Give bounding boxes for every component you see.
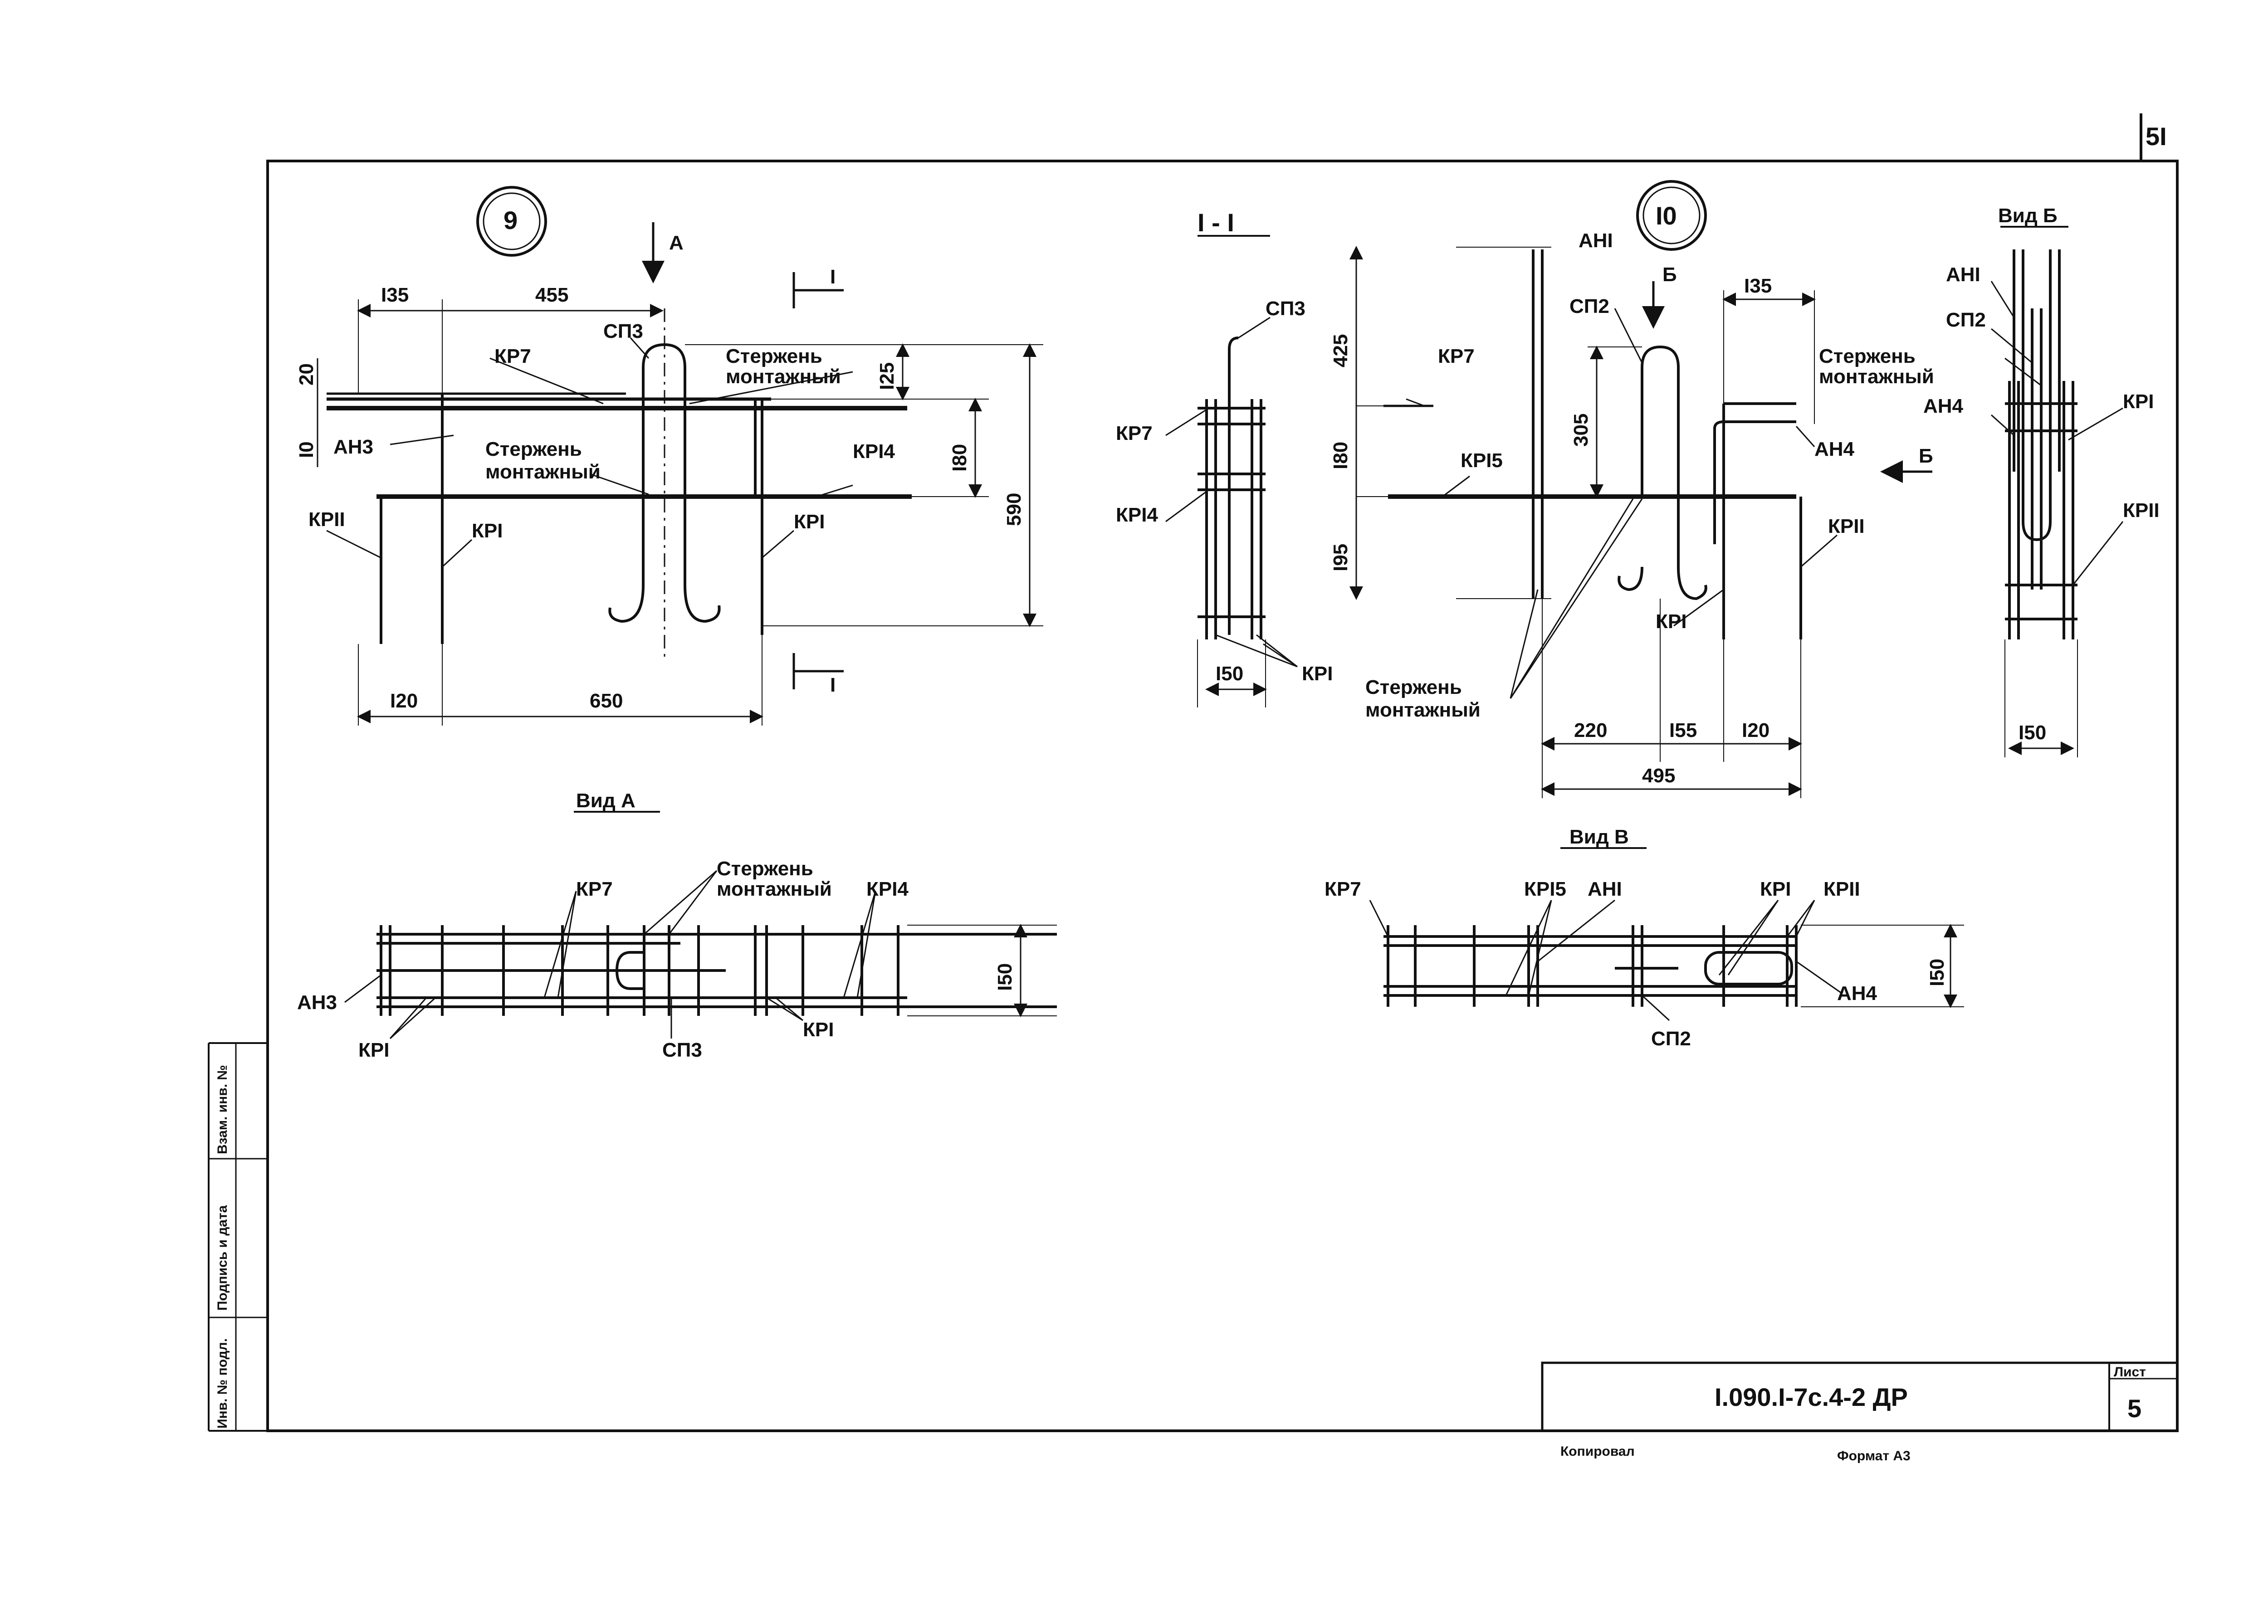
drawing-9-dim-650: 650 bbox=[590, 690, 623, 712]
view-v-label-an4: АН4 bbox=[1837, 982, 1877, 1005]
sheet-frame bbox=[208, 113, 2179, 1432]
drawing-10-view-arrow-label: Б bbox=[1919, 445, 1933, 467]
drawing-10-dim-135: I35 bbox=[1744, 275, 1772, 297]
drawing-9-section-label-top: I bbox=[830, 266, 836, 288]
drawing-9-label-rod-top-1: Стержень bbox=[726, 345, 822, 367]
drawing-10-dim-220: 220 bbox=[1574, 719, 1607, 741]
view-v-label-sp2: СП2 bbox=[1651, 1028, 1691, 1050]
drawing-9-dim-590: 590 bbox=[1003, 493, 1025, 526]
drawing-10-dim-180: I80 bbox=[1330, 442, 1352, 469]
view-b-side-label-rod-2: монтажный bbox=[1819, 366, 1934, 388]
side-stamp-inv: Инв. № подл. bbox=[215, 1338, 230, 1429]
title-designation: I.090.I-7c.4-2 ДР bbox=[1715, 1383, 1908, 1411]
drawing-10-label-kr7: КР7 bbox=[1438, 345, 1475, 367]
drawing-9-number: 9 bbox=[503, 206, 518, 234]
view-a-label-kr7: КР7 bbox=[576, 878, 613, 900]
view-v-label-kr11: КРII bbox=[1823, 878, 1860, 900]
view-a-title: Вид А bbox=[576, 790, 635, 812]
view-b-side-label-kr1: КРI bbox=[2123, 390, 2154, 413]
sheet-number: 5I bbox=[2146, 122, 2167, 151]
drawing-9-label-rod-mid-2: монтажный bbox=[485, 461, 601, 483]
drawing-10-label-sp2: СП2 bbox=[1569, 295, 1609, 317]
drawing-10 bbox=[1349, 180, 1932, 798]
drawing-9-dim-10: I0 bbox=[295, 441, 318, 458]
drawing-9-label-kr1-right: КРI bbox=[794, 511, 825, 533]
drawing-10-label-kr1: КРI bbox=[1656, 610, 1686, 633]
footer-copied: Копировал bbox=[1560, 1444, 1635, 1459]
view-v-label-an1: АНI bbox=[1588, 878, 1622, 900]
drawing-10-dim-495: 495 bbox=[1642, 765, 1675, 787]
section-1-1-title: I - I bbox=[1198, 208, 1234, 237]
view-b-side-label-rod-1: Стержень bbox=[1819, 345, 1916, 367]
view-b-side-dim-150: I50 bbox=[2019, 722, 2046, 744]
drawing-9-dim-455: 455 bbox=[535, 284, 568, 306]
drawing-9-dim-20: 20 bbox=[295, 363, 318, 385]
view-v bbox=[1369, 847, 1964, 1021]
section-1-1-label-kr7: КР7 bbox=[1116, 422, 1153, 444]
view-v-label-kr7: КР7 bbox=[1325, 878, 1361, 900]
section-1-1 bbox=[1165, 235, 1298, 707]
view-a-label-rod-1: Стержень bbox=[717, 858, 813, 880]
drawing-9-dim-135: I35 bbox=[381, 284, 409, 306]
drawing-10-label-an4: АН4 bbox=[1814, 438, 1855, 460]
view-a-label-an3: АН3 bbox=[297, 991, 337, 1014]
drawing-10-label-rod-1: Стержень bbox=[1365, 676, 1462, 698]
view-b-side-title: Вид Б bbox=[1998, 205, 2058, 227]
section-1-1-label-sp3: СП3 bbox=[1266, 297, 1305, 320]
side-stamp-replace: Взам. инв. № bbox=[215, 1065, 230, 1154]
drawing-9-dim-125: I25 bbox=[876, 362, 898, 390]
drawing-9-dim-180: I80 bbox=[948, 444, 971, 472]
drawing-9-label-kr7: КР7 bbox=[494, 345, 531, 367]
drawing-10-arrow-label: Б bbox=[1662, 263, 1677, 286]
drawing-9-label-kr11: КРII bbox=[308, 508, 345, 531]
footer-format: Формат А3 bbox=[1837, 1448, 1911, 1463]
drawing-9-section-label-bottom: I bbox=[830, 674, 836, 696]
drawing-10-label-rod-2: монтажный bbox=[1365, 699, 1481, 721]
drawing-10-label-kr11: КРII bbox=[1828, 515, 1865, 537]
view-b-side-label-an4: АН4 bbox=[1923, 395, 1964, 417]
drawing-9-label-rod-top-2: монтажный bbox=[726, 366, 841, 388]
drawing-9-label-kr14: КРI4 bbox=[853, 440, 895, 463]
drawing-9-arrow-label: А bbox=[669, 232, 684, 254]
view-v-title: Вид В bbox=[1569, 826, 1629, 848]
view-a-label-kr1-right: КРI bbox=[803, 1019, 834, 1041]
drawing-9-dim-120: I20 bbox=[390, 690, 418, 712]
view-a bbox=[344, 811, 1057, 1039]
drawing-10-dim-120: I20 bbox=[1742, 719, 1769, 741]
view-a-dim-150: I50 bbox=[994, 963, 1016, 991]
view-a-label-rod-2: монтажный bbox=[717, 878, 832, 900]
section-1-1-label-kr1: КРI bbox=[1302, 663, 1333, 685]
view-b-side bbox=[1990, 226, 2124, 757]
drawing-10-dim-425: 425 bbox=[1330, 334, 1352, 367]
view-v-dim-150: I50 bbox=[1926, 959, 1948, 986]
drawing-10-dim-305: 305 bbox=[1570, 414, 1592, 447]
view-a-label-sp3: СП3 bbox=[662, 1039, 702, 1061]
drawing-9-label-sp3: СП3 bbox=[603, 320, 643, 342]
drawing-10-number: I0 bbox=[1656, 201, 1677, 230]
drawing-10-dim-155: I55 bbox=[1669, 719, 1697, 741]
view-b-side-label-an1: АНI bbox=[1946, 263, 1980, 286]
drawing-10-dim-195: I95 bbox=[1330, 544, 1352, 571]
drawing-9 bbox=[317, 186, 1043, 726]
drawing-9-label-rod-mid-1: Стержень bbox=[485, 438, 582, 460]
side-stamp-sign: Подпись и дата bbox=[215, 1205, 230, 1311]
drawing-10-label-an1: АНI bbox=[1579, 229, 1613, 252]
section-1-1-label-kr14: КРI4 bbox=[1116, 504, 1158, 526]
view-a-label-kr14: КРI4 bbox=[866, 878, 909, 900]
view-v-label-kr15: КРI5 bbox=[1524, 878, 1566, 900]
section-1-1-dim-150: I50 bbox=[1216, 663, 1243, 685]
title-list-label: Лист bbox=[2114, 1365, 2146, 1380]
title-list-number: 5 bbox=[2127, 1394, 2141, 1423]
drawing-9-label-an3: АН3 bbox=[333, 436, 373, 458]
view-b-side-label-sp2: СП2 bbox=[1946, 309, 1986, 331]
drawing-10-label-kr15: КРI5 bbox=[1461, 449, 1503, 472]
view-a-label-kr1-left: КРI bbox=[358, 1039, 389, 1061]
view-v-label-kr1: КРI bbox=[1760, 878, 1791, 900]
drawing-9-label-kr1-left: КРI bbox=[472, 520, 503, 542]
view-b-side-label-kr11: КРII bbox=[2123, 499, 2160, 522]
